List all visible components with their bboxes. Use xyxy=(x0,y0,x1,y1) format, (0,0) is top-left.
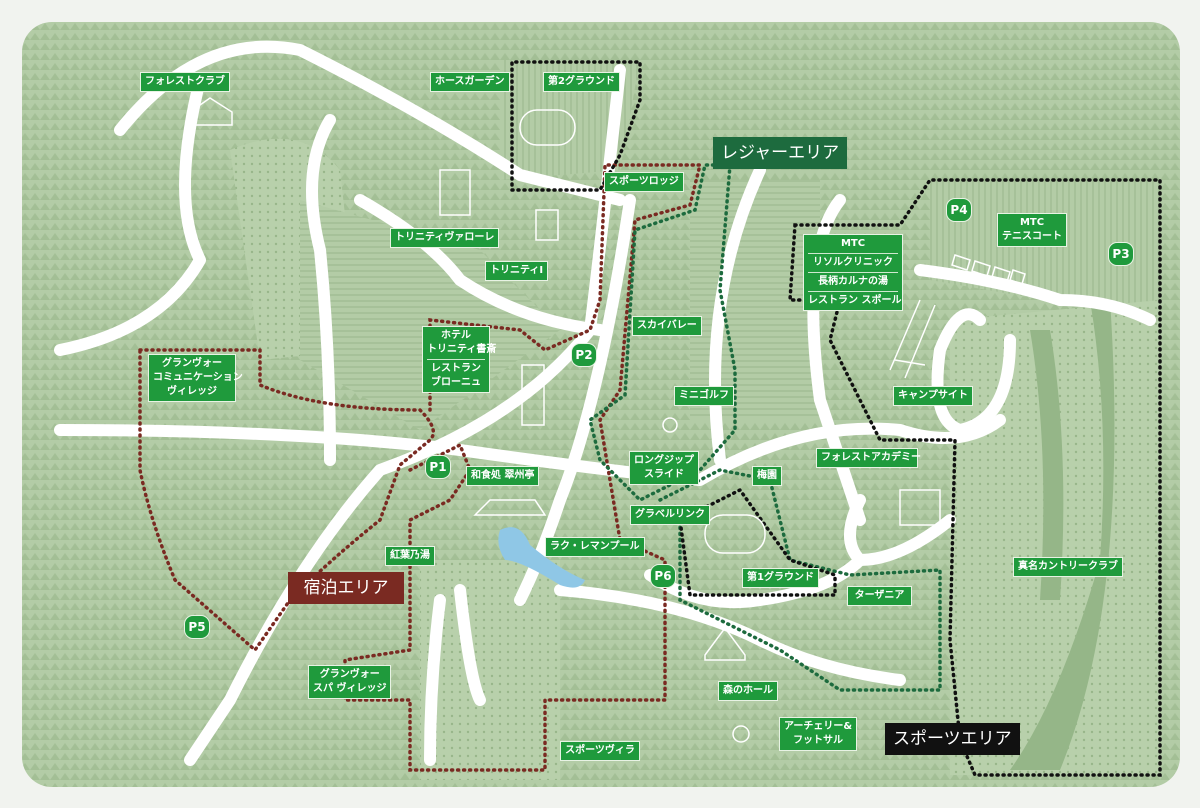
pond xyxy=(498,527,585,588)
label-line: グランヴォー xyxy=(319,669,380,680)
mtc-line: リソルクリニック xyxy=(808,253,898,270)
label-forest-academy[interactable]: フォレストアカデミー xyxy=(816,448,921,468)
label-hotel-restaurant[interactable]: ホテルトリニティ書斎 レストランブローニュ xyxy=(422,326,497,393)
label-line: ブローニュ xyxy=(431,377,481,388)
hall-icon xyxy=(704,626,746,661)
stadium-icon xyxy=(704,514,766,554)
label-line: ヴィレッジ xyxy=(167,386,217,397)
label-horse-garden[interactable]: ホースガーデン xyxy=(430,72,510,92)
label-line: アーチェリー& xyxy=(784,721,853,732)
label-forest-club[interactable]: フォレストクラブ xyxy=(140,72,230,92)
label-line: MTC xyxy=(1019,217,1045,228)
mtc-line: 長柄カルナの湯 xyxy=(808,272,898,289)
academy-icon xyxy=(899,489,941,526)
label-gravel-link[interactable]: グラベルリンク xyxy=(630,505,710,525)
building-icon xyxy=(439,169,471,216)
restaurant-line: レストランブローニュ xyxy=(427,359,485,390)
stay-area-label: 宿泊エリア xyxy=(288,572,404,604)
label-communication-village[interactable]: グランヴォー コミュニケーション ヴィレッジ xyxy=(148,354,243,402)
stay-area-boundary xyxy=(138,163,703,772)
zone xyxy=(690,180,820,420)
label-line: レストラン xyxy=(431,363,481,374)
label-sky-valley[interactable]: スカイバレー xyxy=(632,316,702,336)
parking-p2: P2 xyxy=(571,343,597,367)
label-mtc[interactable]: MTC リソルクリニック 長柄カルナの湯 レストラン スポール xyxy=(803,234,903,311)
label-ground1[interactable]: 第1グラウンド xyxy=(742,568,819,588)
label-sports-villa[interactable]: スポーツヴィラ xyxy=(560,741,640,761)
parking-p4: P4 xyxy=(946,198,972,222)
building-icon xyxy=(535,209,559,241)
parking-p3: P3 xyxy=(1108,242,1134,266)
archery-target-icon xyxy=(732,725,750,743)
parking-p1: P1 xyxy=(425,455,451,479)
sports-area-boundary xyxy=(510,60,1162,777)
golf-fairway xyxy=(1010,300,1115,770)
label-pool[interactable]: ラク・レマンプール xyxy=(545,537,645,557)
label-line: フットサル xyxy=(793,735,844,746)
sports-area-label: スポーツエリア xyxy=(885,723,1020,755)
leisure-area-label: レジャーエリア xyxy=(713,137,848,169)
hotel-line: ホテルトリニティ書斎 xyxy=(427,329,497,357)
house-icon xyxy=(189,97,233,126)
tennis-court-icon xyxy=(951,254,1026,285)
golf-fairway xyxy=(1030,330,1064,600)
label-ground2[interactable]: 第2グラウンド xyxy=(543,72,620,92)
label-country-club[interactable]: 真名カントリークラブ xyxy=(1013,557,1123,577)
label-line: スライド xyxy=(644,469,684,480)
label-archery-futsal[interactable]: アーチェリー& フットサル xyxy=(779,717,858,751)
label-forest-hall[interactable]: 森のホール xyxy=(718,681,778,701)
label-line: コミュニケーション xyxy=(153,372,243,383)
label-line: スパ ヴィレッジ xyxy=(313,683,387,694)
label-line: ホテル xyxy=(441,330,471,341)
label-sports-lodge[interactable]: スポーツロッジ xyxy=(604,172,684,192)
label-plum-garden[interactable]: 梅園 xyxy=(752,466,782,486)
parking-p6: P6 xyxy=(650,564,676,588)
icons xyxy=(189,97,1026,743)
label-mini-golf[interactable]: ミニゴルフ xyxy=(674,386,734,406)
zone xyxy=(300,200,560,430)
label-trinity-valore[interactable]: トリニティヴァローレ xyxy=(390,228,500,248)
mtc-line: MTC xyxy=(840,238,866,249)
label-tarzania[interactable]: ターザニア xyxy=(847,586,912,606)
ladder-icon xyxy=(889,299,936,379)
label-spa-village[interactable]: グランヴォー スパ ヴィレッジ xyxy=(308,665,392,699)
label-line: グランヴォー xyxy=(162,358,222,369)
tower-icon xyxy=(521,364,545,426)
label-washoku[interactable]: 和食処 翠州亭 xyxy=(466,466,540,486)
label-trinity1[interactable]: トリニティI xyxy=(485,261,549,281)
stadium-icon xyxy=(519,109,576,146)
label-line: テニスコート xyxy=(1002,231,1062,242)
mtc-line: レストラン スポール xyxy=(808,291,901,308)
hall-icon xyxy=(473,499,547,516)
label-campsite[interactable]: キャンプサイト xyxy=(893,386,973,406)
golf-icon xyxy=(662,417,678,433)
label-momiji-bath[interactable]: 紅葉乃湯 xyxy=(385,546,435,566)
label-tennis-court[interactable]: MTC テニスコート xyxy=(997,213,1067,247)
label-line: トリニティ書斎 xyxy=(427,344,497,355)
label-line: ロングジップ xyxy=(634,455,694,466)
parking-p5: P5 xyxy=(184,615,210,639)
zone xyxy=(420,560,560,780)
label-long-zip[interactable]: ロングジップ スライド xyxy=(629,451,699,485)
